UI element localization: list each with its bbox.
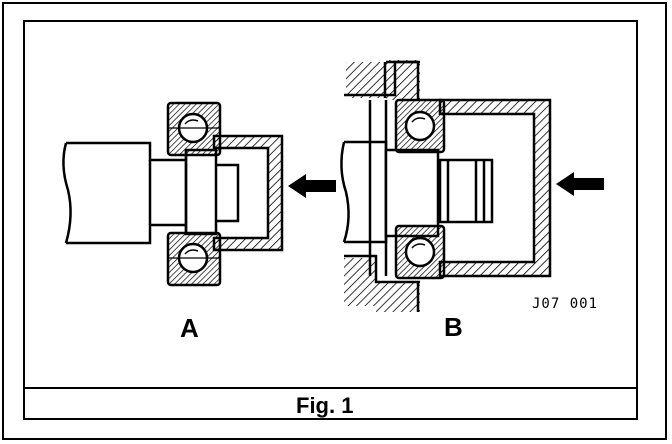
view-b-label: B	[444, 312, 463, 342]
view-a-force-arrow	[288, 174, 336, 198]
outer-border	[2, 2, 667, 440]
view-b-bearing-bottom	[394, 224, 446, 280]
view-b-housing	[344, 60, 420, 312]
view-a-bearing-top	[166, 101, 222, 157]
view-b-journal	[438, 158, 494, 224]
view-a	[62, 101, 336, 287]
view-b-bearing-top	[394, 98, 446, 154]
inner-border	[23, 20, 638, 420]
figure-caption: Fig. 1	[296, 393, 354, 418]
view-b-tool-cup	[438, 98, 552, 278]
view-b-shaft	[340, 140, 440, 244]
view-a-bearing-bottom	[166, 231, 222, 287]
view-b	[340, 60, 604, 312]
caption-divider	[23, 387, 638, 389]
reference-code: J07 001	[532, 296, 599, 312]
view-a-shaft	[62, 141, 192, 245]
view-a-tool-cup	[212, 134, 284, 252]
view-b-force-arrow	[556, 172, 604, 196]
view-a-label: A	[180, 313, 199, 343]
